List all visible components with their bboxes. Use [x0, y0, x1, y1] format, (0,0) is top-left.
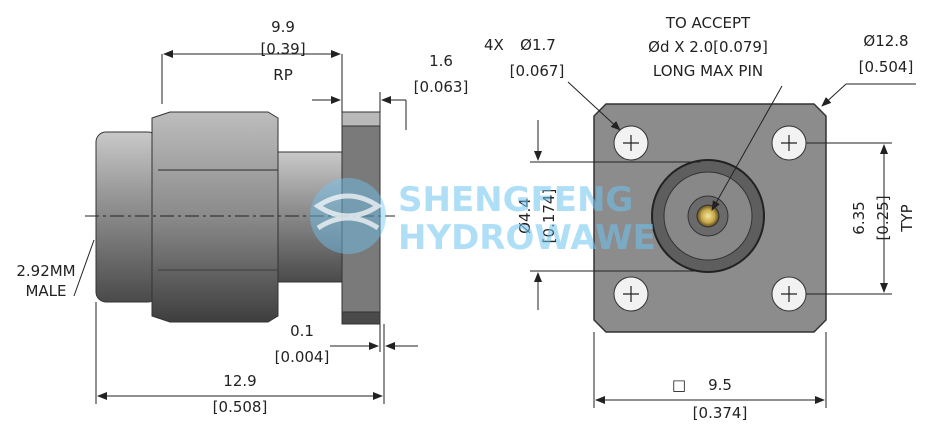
rp-dim-mm: 9.9	[271, 18, 295, 36]
rp-dim-in: [0.39]	[260, 40, 305, 58]
hole-prefix: 4X	[484, 36, 504, 54]
flange-dia-mm: Ø12.8	[863, 32, 908, 50]
hole-dim-in: [0.067]	[510, 62, 565, 80]
gap-dim-mm: 0.1	[290, 322, 314, 340]
center-dia-in: [0.174]	[540, 189, 558, 244]
spacing-dim-in: [0.25]	[874, 195, 892, 240]
watermark-line1: SHENGFENG	[398, 180, 633, 220]
gap-dim-in: [0.004]	[275, 348, 330, 366]
center-pin	[696, 204, 720, 228]
connector-label-2: MALE	[25, 282, 66, 300]
center-dia-mm: Ø4.4	[516, 198, 534, 234]
pin-note-line2: Ød X 2.0[0.079]	[648, 38, 768, 56]
flange-dim-in: [0.063]	[414, 78, 469, 96]
hex-nut	[151, 111, 279, 323]
hole-dim-mm: Ø1.7	[520, 36, 556, 54]
connector-nose	[95, 131, 159, 303]
pin-note-line1: TO ACCEPT	[665, 14, 751, 32]
length-dim-mm: 12.9	[223, 372, 256, 390]
side-view: 9.9 [0.39] RP 1.6 [0.063] 2.92MM MALE 0.…	[16, 18, 468, 416]
square-symbol: □	[672, 376, 686, 394]
spacing-dim-mm: 6.35	[850, 201, 868, 234]
mounting-holes	[613, 125, 807, 312]
watermark-line2: HYDROWAWE	[398, 218, 656, 258]
flange-dia-in: [0.504]	[859, 58, 914, 76]
width-dim-mm: 9.5	[708, 376, 732, 394]
spacing-typ: TYP	[898, 204, 916, 232]
rp-label: RP	[273, 66, 292, 84]
connector-label-1: 2.92MM	[16, 262, 75, 280]
watermark: SHENGFENG HYDROWAWE	[310, 178, 656, 258]
front-view: 4X Ø1.7 [0.067] TO ACCEPT Ød X 2.0[0.079…	[484, 14, 916, 422]
flange-dim-mm: 1.6	[429, 52, 453, 70]
width-dim-in: [0.374]	[693, 404, 748, 422]
pin-note-line3: LONG MAX PIN	[653, 62, 763, 80]
length-dim-in: [0.508]	[213, 398, 268, 416]
